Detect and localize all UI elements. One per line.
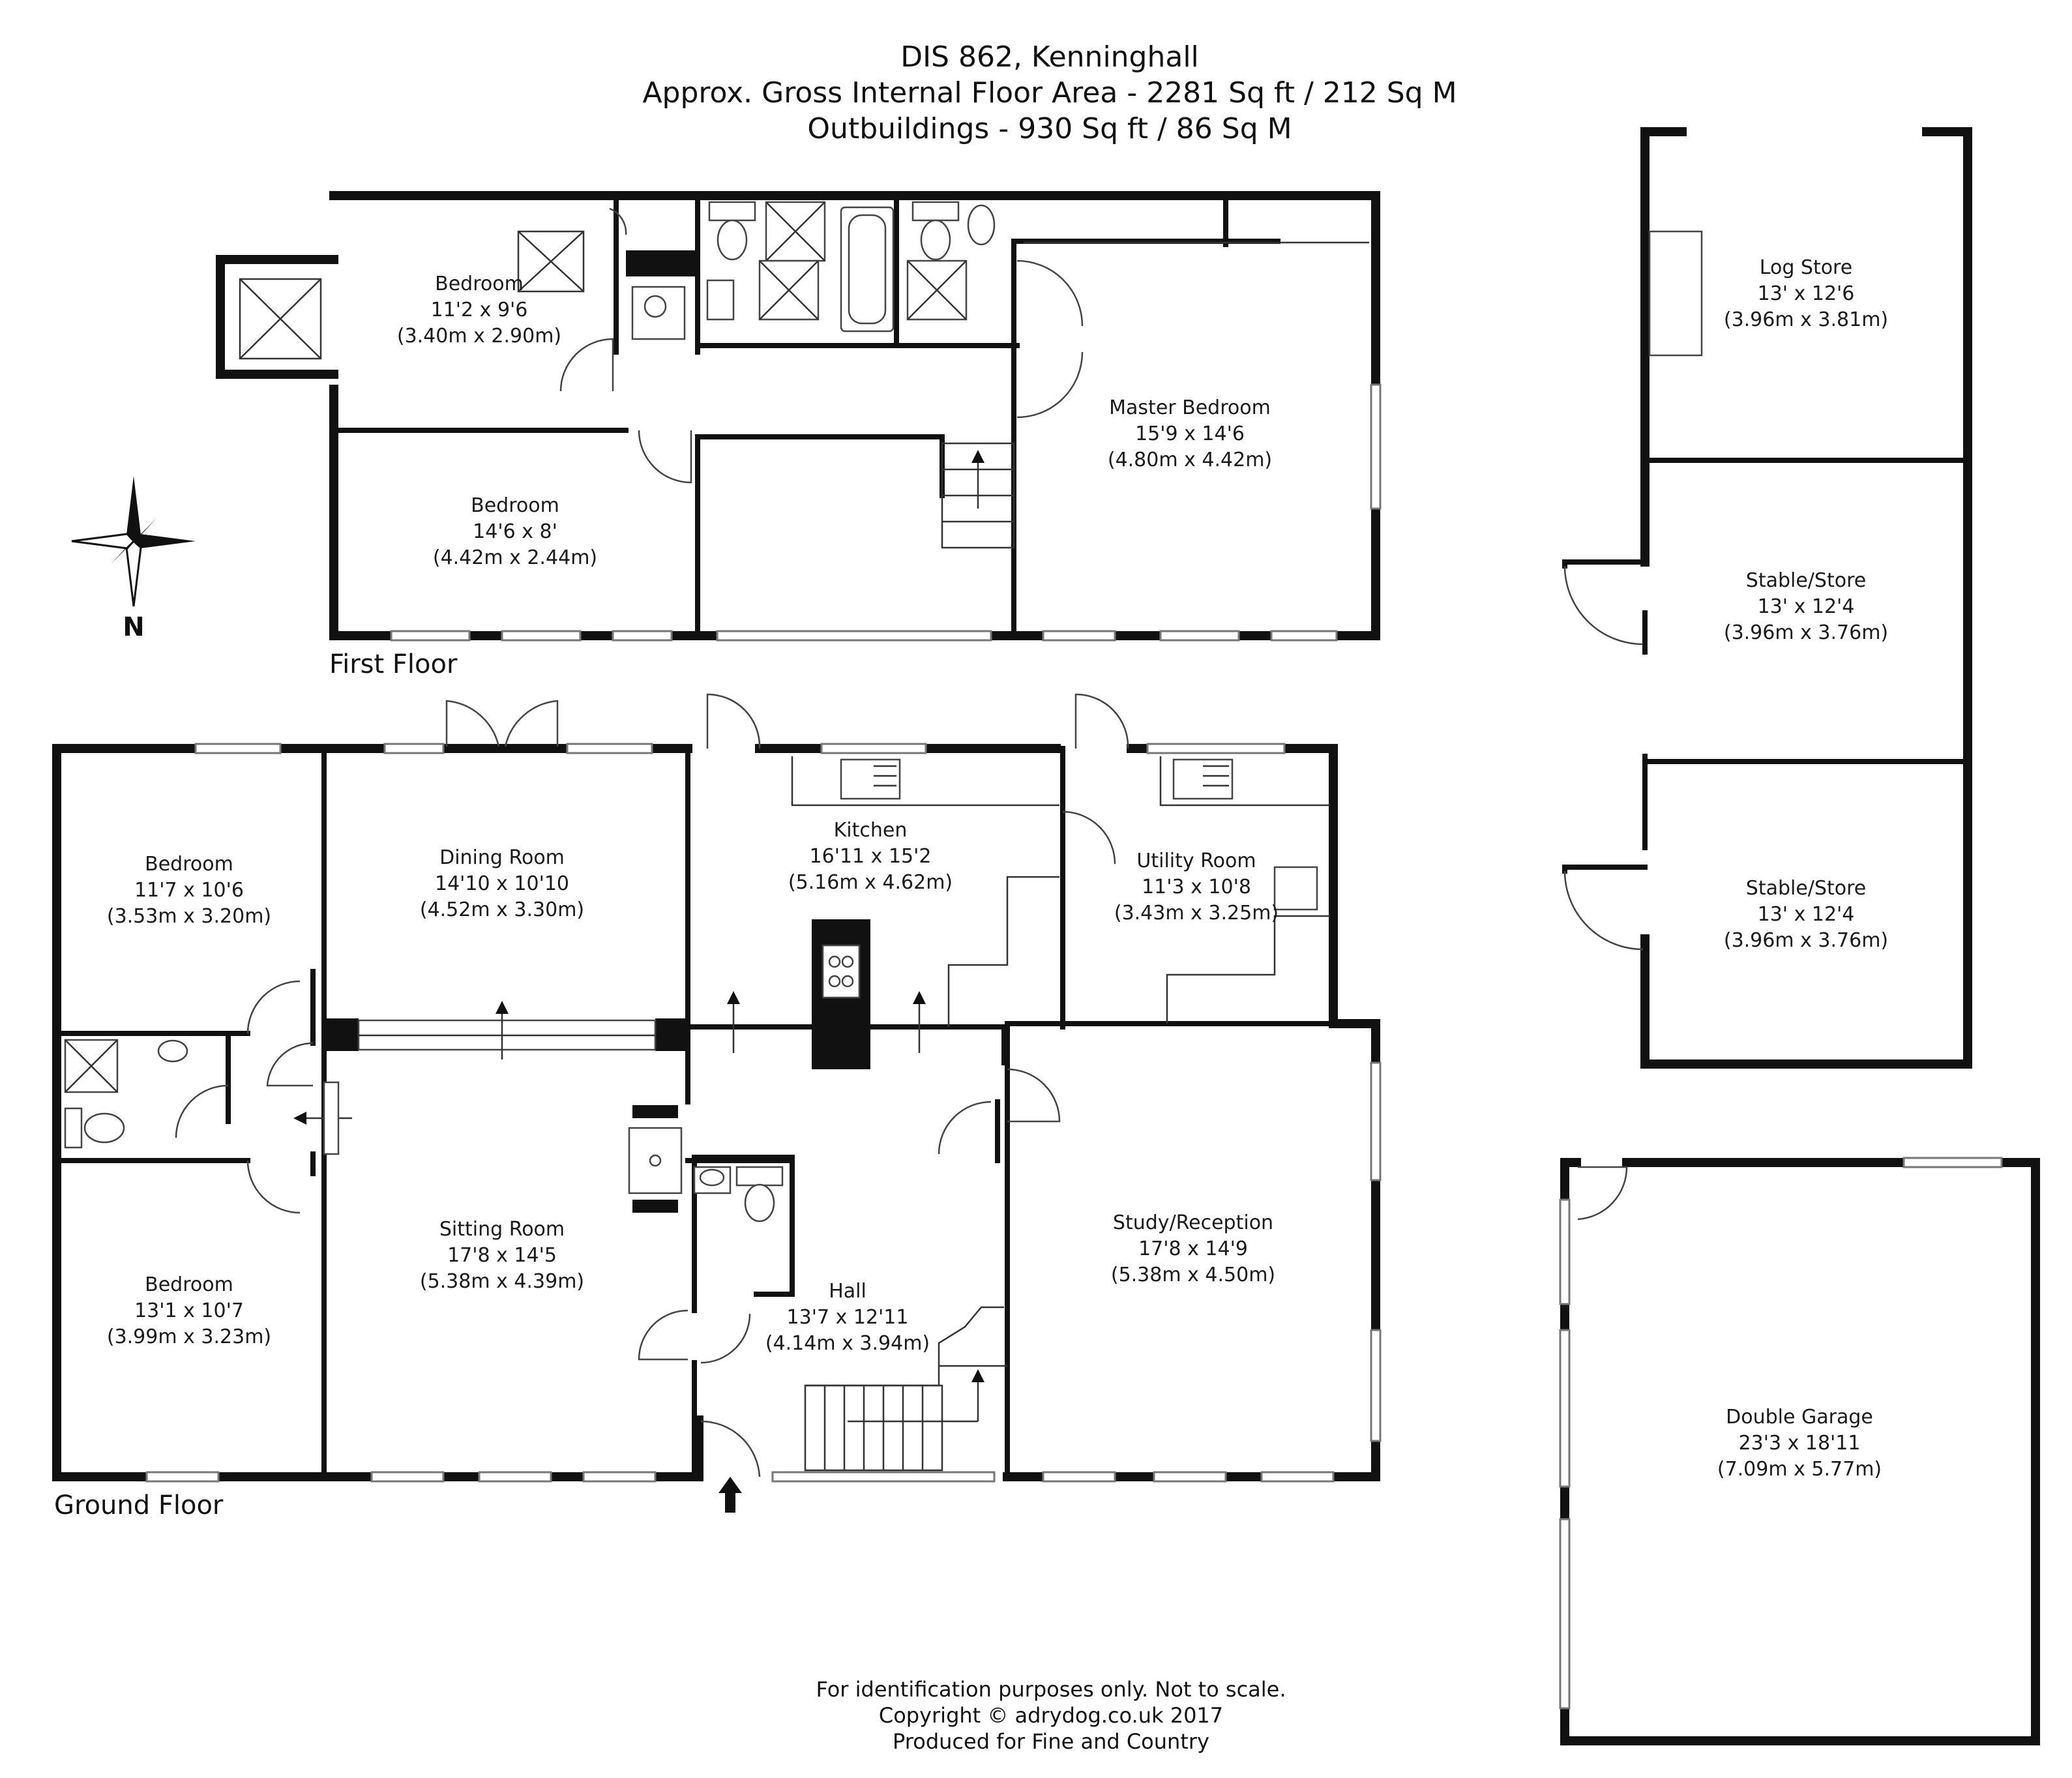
room-size-metric: (3.96m x 3.76m) [1724,621,1888,644]
room-size-metric: (4.42m x 2.44m) [433,546,597,569]
room-size-metric: (3.96m x 3.81m) [1724,308,1888,331]
outbuilding-garage [1559,1157,2040,1745]
entrance-arrow-icon [718,1477,742,1513]
room-size-metric: (3.53m x 3.20m) [107,905,271,928]
room-name: Utility Room [1136,850,1256,872]
first-floor: First Floor [216,191,1382,679]
compass-icon: N [71,476,196,642]
room-label-log-store: Log Store 13' x 12'6 (3.96m x 3.81m) [1724,256,1888,331]
room-size-metric: (7.09m x 5.77m) [1717,1458,1882,1481]
footer-produced-for: Produced for Fine and Country [893,1729,1209,1754]
room-label-kitchen: Kitchen 16'11 x 15'2 (5.16m x 4.62m) [788,819,953,894]
room-label-dining-room: Dining Room 14'10 x 10'10 (4.52m x 3.30m… [420,846,584,921]
room-size-metric: (4.52m x 3.30m) [420,898,584,921]
room-size-imperial: 13' x 12'6 [1758,282,1855,305]
compass-north-label: N [123,612,144,642]
room-size-metric: (5.38m x 4.39m) [420,1270,584,1293]
room-size-imperial: 17'8 x 14'9 [1138,1237,1248,1260]
room-size-imperial: 13'1 x 10'7 [134,1299,244,1322]
room-name: Sitting Room [439,1218,565,1241]
room-name: Dining Room [439,846,565,869]
room-size-imperial: 16'11 x 15'2 [810,845,932,868]
room-size-metric: (3.43m x 3.25m) [1114,902,1279,925]
room-label-ff-bedroom-1: Bedroom 11'2 x 9'6 (3.40m x 2.90m) [397,273,561,348]
room-size-metric: (4.14m x 3.94m) [765,1332,930,1355]
room-size-metric: (5.16m x 4.62m) [788,871,953,894]
room-name: Double Garage [1726,1406,1873,1429]
room-size-imperial: 11'2 x 9'6 [431,299,528,321]
ground-floor-label: Ground Floor [54,1490,224,1520]
room-name: Bedroom [471,494,559,517]
room-size-imperial: 13' x 12'4 [1758,595,1855,618]
room-label-hall: Hall 13'7 x 12'11 (4.14m x 3.94m) [765,1280,930,1355]
room-label-gf-bedroom-1: Bedroom 11'7 x 10'6 (3.53m x 3.20m) [107,853,271,928]
room-size-imperial: 14'10 x 10'10 [435,872,569,895]
room-name: Log Store [1760,256,1852,279]
room-label-master-bedroom: Master Bedroom 15'9 x 14'6 (4.80m x 4.42… [1108,396,1272,471]
ground-floor: Ground Floor [52,693,1382,1520]
first-floor-label: First Floor [329,649,458,679]
room-size-imperial: 23'3 x 18'11 [1739,1432,1861,1455]
room-name: Bedroom [435,273,524,295]
room-label-study-reception: Study/Reception 17'8 x 14'9 (5.38m x 4.5… [1111,1211,1275,1286]
room-name: Kitchen [834,819,908,842]
room-size-imperial: 14'6 x 8' [473,520,557,543]
room-name: Master Bedroom [1109,396,1271,419]
plan-area-main: Approx. Gross Internal Floor Area - 2281… [642,76,1457,110]
room-size-metric: (3.40m x 2.90m) [397,325,561,348]
room-name: Hall [829,1280,866,1303]
room-label-stable-store-1: Stable/Store 13' x 12'4 (3.96m x 3.76m) [1724,569,1888,644]
room-label-ff-bedroom-2: Bedroom 14'6 x 8' (4.42m x 2.44m) [433,494,597,569]
room-name: Study/Reception [1113,1211,1273,1234]
outbuilding-stores [1562,127,1972,1069]
room-label-utility-room: Utility Room 11'3 x 10'8 (3.43m x 3.25m) [1114,850,1279,925]
room-label-double-garage: Double Garage 23'3 x 18'11 (7.09m x 5.77… [1717,1406,1882,1481]
room-size-metric: (3.99m x 3.23m) [107,1326,271,1348]
room-size-imperial: 17'8 x 14'5 [447,1244,557,1267]
room-label-sitting-room: Sitting Room 17'8 x 14'5 (5.38m x 4.39m) [420,1218,584,1293]
room-name: Stable/Store [1746,877,1866,900]
room-label-stable-store-2: Stable/Store 13' x 12'4 (3.96m x 3.76m) [1724,877,1888,952]
room-size-metric: (3.96m x 3.76m) [1724,929,1888,952]
room-size-imperial: 13' x 12'4 [1758,903,1855,926]
room-size-imperial: 13'7 x 12'11 [787,1306,909,1329]
room-name: Bedroom [145,1273,233,1296]
room-name: Stable/Store [1746,569,1866,592]
room-size-imperial: 15'9 x 14'6 [1135,422,1245,445]
room-size-metric: (5.38m x 4.50m) [1111,1264,1275,1286]
plan-title: DIS 862, Kenninghall [900,40,1199,74]
room-label-gf-bedroom-2: Bedroom 13'1 x 10'7 (3.99m x 3.23m) [107,1273,271,1348]
plan-area-outbuildings: Outbuildings - 930 Sq ft / 86 Sq M [807,112,1292,145]
room-size-metric: (4.80m x 4.42m) [1108,449,1272,471]
room-name: Bedroom [145,853,233,876]
room-size-imperial: 11'3 x 10'8 [1142,876,1251,898]
room-size-imperial: 11'7 x 10'6 [134,879,244,902]
footer-disclaimer: For identification purposes only. Not to… [816,1677,1286,1702]
footer-copyright: Copyright © adrydog.co.uk 2017 [879,1703,1223,1728]
